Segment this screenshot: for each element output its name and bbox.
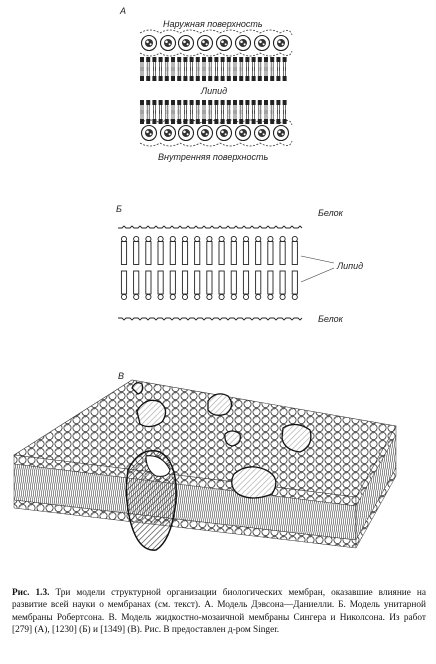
protein-bottom-label: Белок bbox=[318, 314, 343, 324]
panel-a-lipid-label: Липид bbox=[201, 86, 228, 96]
inner-surface-label: Внутренняя поверхность bbox=[158, 152, 269, 162]
figure-caption: Рис. 1.3. Три модели структурной организ… bbox=[12, 587, 426, 637]
panel-c-letter: В bbox=[118, 371, 125, 381]
panel-b-letter: Б bbox=[116, 204, 122, 214]
caption-text: Три модели структурной организации биоло… bbox=[12, 588, 427, 636]
panel-b-lipid-label: Липид bbox=[337, 261, 364, 271]
protein-top-label: Белок bbox=[318, 208, 343, 218]
caption-figure-label: Рис. 1.3. bbox=[12, 588, 50, 598]
outer-surface-label: Наружная поверхность bbox=[163, 19, 263, 29]
panel-a-letter: А bbox=[120, 6, 127, 16]
